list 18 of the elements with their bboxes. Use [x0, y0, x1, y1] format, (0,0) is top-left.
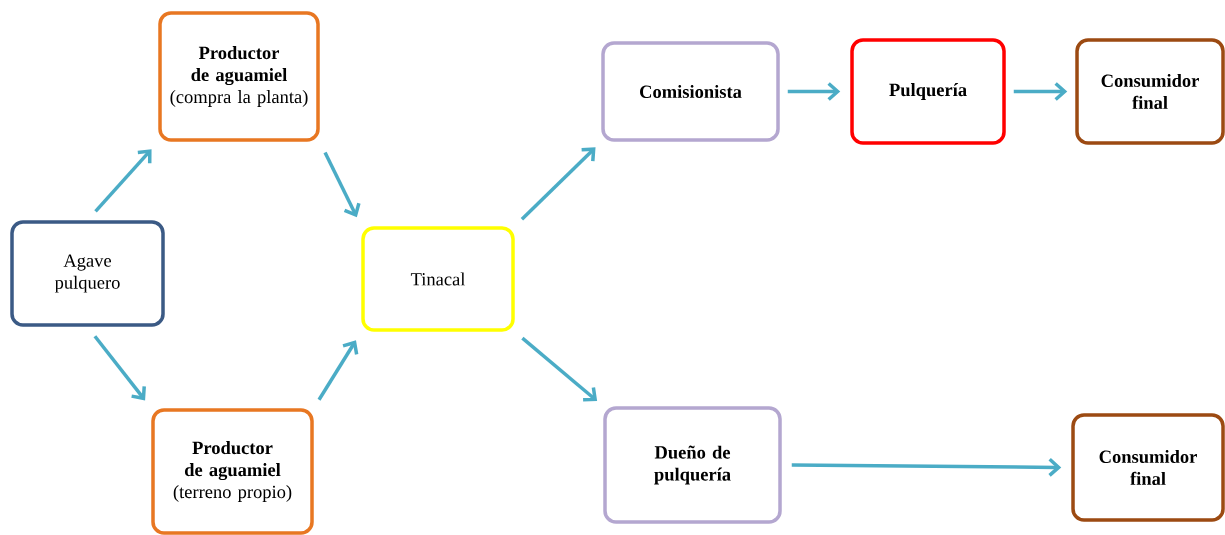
- arrow: [323, 151, 361, 218]
- process-box: Productor de aguamiel (compra la planta): [158, 11, 320, 142]
- arrow: [1013, 82, 1068, 101]
- arrow: [787, 82, 841, 101]
- arrow: [791, 458, 1062, 477]
- arrow: [93, 335, 146, 401]
- arrow: [521, 336, 598, 402]
- arrow: [317, 340, 359, 401]
- process-box: Productor de aguamiel (terreno propio): [151, 408, 314, 535]
- process-box: Consumidor final: [1075, 38, 1225, 145]
- process-box: Consumidor final: [1071, 413, 1225, 522]
- arrow: [520, 147, 596, 221]
- process-box: Pulquería: [850, 38, 1006, 145]
- process-box: Agave pulquero: [10, 220, 165, 327]
- process-box: Comisionista: [601, 41, 780, 142]
- arrow: [94, 149, 152, 213]
- process-box: Dueño de pulquería: [603, 406, 782, 524]
- process-box: Tinacal: [361, 226, 515, 332]
